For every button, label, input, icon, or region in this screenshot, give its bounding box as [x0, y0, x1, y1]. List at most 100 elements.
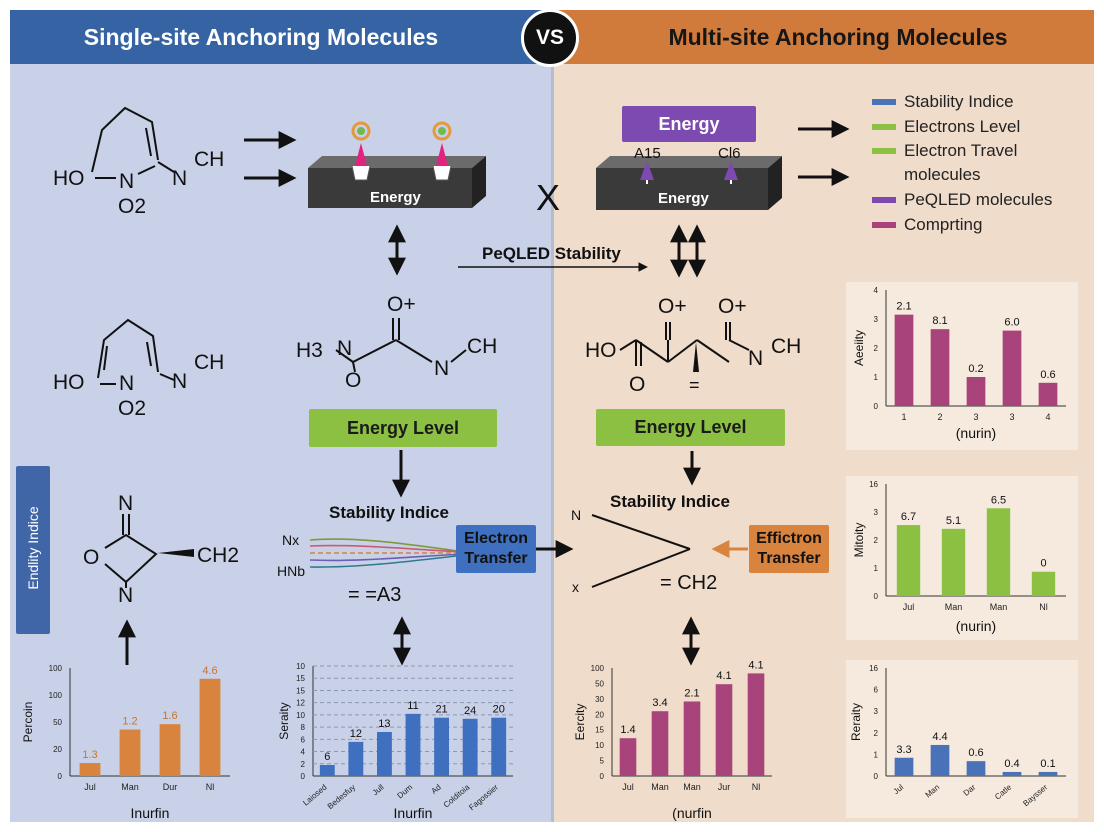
right-energy-box: Energy: [622, 106, 756, 142]
right-mol-o-bottom: O: [629, 373, 646, 396]
category-label: Laiosed: [301, 783, 328, 808]
right-energy-level-box: Energy Level: [596, 409, 785, 446]
right-slab-top: [596, 156, 782, 168]
legend-swatch: [872, 148, 896, 154]
y-tick-label: 3: [874, 315, 879, 324]
y-tick-label: 6: [301, 735, 306, 744]
y-tick-label: 1: [874, 750, 879, 759]
y-tick-label: 10: [296, 662, 305, 671]
bar-value-label: 6.0: [1004, 317, 1019, 329]
y-tick-label: 100: [591, 664, 605, 673]
y-tick-label: 3: [874, 707, 879, 716]
bar: [491, 717, 507, 776]
right-tip-right: [724, 161, 738, 180]
bar: [1002, 771, 1022, 776]
bar: [715, 684, 733, 776]
category-label: Man: [945, 602, 963, 612]
left-formula: = =A3: [348, 584, 402, 606]
mol2-n: N: [172, 370, 188, 393]
bar-value-label: 0.1: [1040, 758, 1055, 770]
y-tick-label: 3: [874, 508, 879, 517]
category-label: 1: [901, 412, 906, 422]
urea-bonds: [335, 318, 467, 373]
right-header-title: Multi-site Anchoring Molecules: [668, 23, 1008, 50]
legend-label: Stability Indice: [904, 92, 1014, 111]
right-energy-level-label: Energy Level: [634, 417, 747, 437]
right-mol-n: N: [748, 347, 764, 370]
mol2-ring-n: N: [119, 372, 135, 395]
right-stability-indice: Stability Indice: [610, 492, 730, 511]
left-anchor-1: [351, 121, 371, 181]
category-label: Ad: [430, 783, 443, 796]
y-tick-label: 50: [53, 718, 62, 727]
x-axis-label: Inurfin: [131, 805, 170, 821]
bar: [941, 528, 966, 596]
category-label: Dum: [396, 782, 415, 800]
mol2-o2: O2: [118, 397, 147, 420]
bar: [966, 761, 986, 776]
bar-value-label: 0.4: [1004, 758, 1019, 770]
chart-background: [846, 660, 1078, 818]
mol3-o: O: [83, 546, 100, 569]
chart-1: 020501001001.3Jul1.2Man1.6Dur4.6NlPercoi…: [21, 664, 230, 821]
bar: [747, 673, 765, 776]
chart-4: 01236163.3Jul4.4Man0.6Dar0.4Catle0.1Bays…: [846, 660, 1078, 818]
y-tick-label: 50: [595, 679, 604, 688]
category-label: Nl: [206, 782, 215, 792]
bar-value-label: 20: [493, 704, 505, 716]
right-slab-label: Energy: [658, 190, 709, 207]
category-label: Bedesfuy: [326, 783, 357, 811]
legend-label: Electron Travel molecules: [904, 141, 1018, 184]
legend-swatch: [872, 221, 896, 228]
bar: [986, 508, 1011, 596]
y-tick-label: 2: [874, 729, 879, 738]
right-mol-o2: O+: [718, 295, 747, 318]
bar-value-label: 0.6: [968, 747, 983, 759]
category-label: Jul: [84, 782, 96, 792]
category-label: Jull: [371, 783, 386, 798]
left-slab-label: Energy: [370, 189, 421, 206]
category-label: Jul: [903, 602, 915, 612]
y-tick-label: 2: [301, 760, 306, 769]
bar-value-label: 4.4: [932, 731, 947, 743]
y-tick-label: 100: [49, 664, 63, 673]
bar: [159, 724, 181, 776]
legend-item: Electrons Level: [872, 115, 1054, 140]
mol1-o2: O2: [118, 195, 147, 218]
category-label: Man: [683, 782, 701, 792]
mol3-top-n: N: [118, 492, 134, 515]
electron-transfer-box: Electron Transfer: [456, 525, 536, 573]
legend-swatch: [872, 99, 896, 105]
y-axis-label: Percoin: [21, 702, 35, 743]
urea-o-plus: O+: [387, 293, 416, 316]
bar-value-label: 6: [324, 751, 330, 763]
y-tick-label: 10: [296, 711, 305, 720]
category-label: 2: [937, 412, 942, 422]
fork-label-top: N: [571, 507, 582, 523]
category-label: Nl: [1039, 602, 1048, 612]
mol1-n: N: [172, 167, 188, 190]
mol1-ring-n: N: [119, 170, 135, 193]
bar-value-label: 24: [464, 705, 476, 717]
right-slab: [596, 168, 768, 210]
bar: [462, 718, 478, 776]
y-tick-label: 30: [595, 695, 604, 704]
bar: [930, 329, 950, 406]
bar: [1038, 382, 1058, 406]
bar: [894, 757, 914, 776]
bar-value-label: 4.1: [748, 659, 763, 671]
legend-item: PeQLED molecules: [872, 188, 1054, 213]
mol1-ch: CH: [194, 148, 225, 171]
chart-2: 0246810121515106Laiosed12Bedesfuy13Jull1…: [277, 662, 513, 821]
y-tick-label: 1: [874, 373, 879, 382]
category-label: Nl: [752, 782, 761, 792]
bar-value-label: 0.6: [1040, 369, 1055, 381]
category-label: Fagossier: [467, 782, 500, 812]
x-axis-label: (nurfin: [672, 805, 712, 821]
y-axis-label: Aeeiity: [852, 330, 866, 366]
bar-value-label: 6.7: [901, 511, 916, 523]
left-energy-level-label: Energy Level: [346, 417, 460, 438]
y-tick-label: 15: [296, 674, 305, 683]
legend-item: Stability Indice: [872, 90, 1054, 115]
